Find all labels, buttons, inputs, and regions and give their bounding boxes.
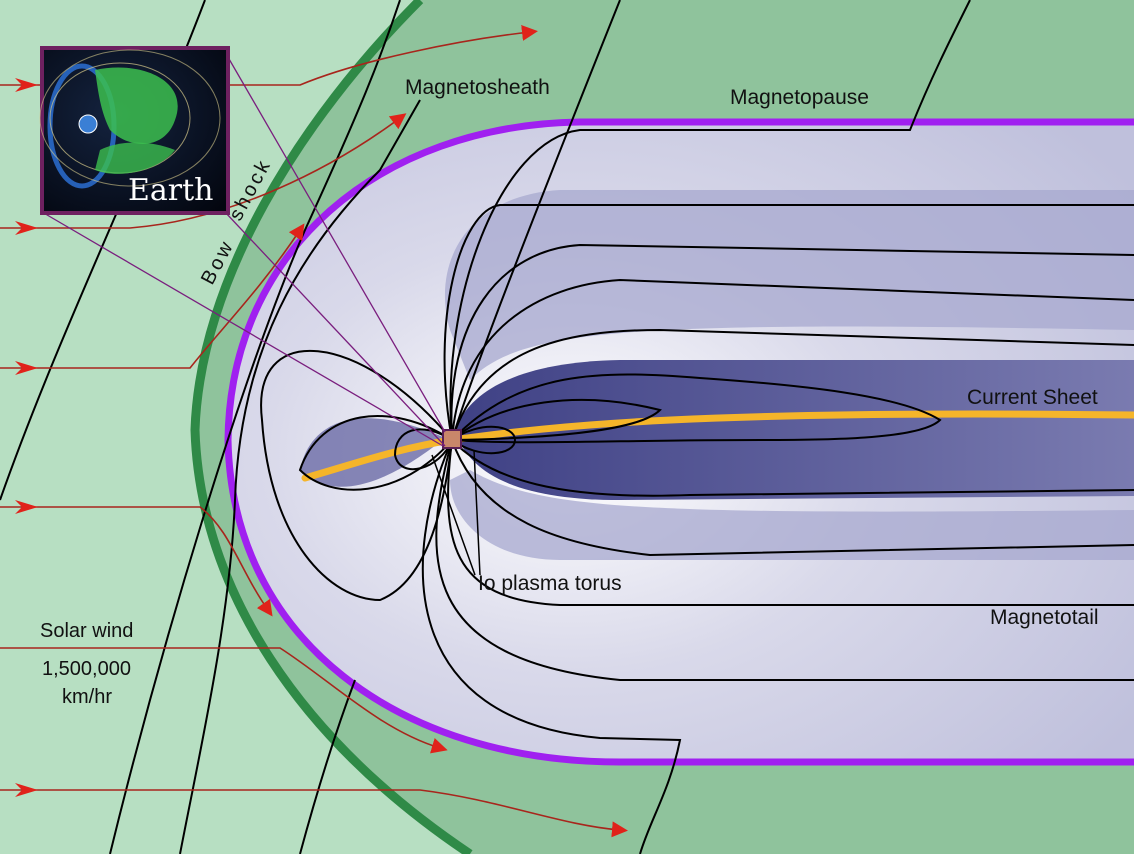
io-plasma-torus-marker (442, 429, 462, 449)
earth-inset-caption: Earth (128, 173, 214, 208)
magnetopause-label: Magnetopause (730, 86, 869, 109)
magnetosheath-label: Magnetosheath (405, 76, 550, 99)
bow-shock-line (190, 0, 473, 854)
wind-entry-arrows (15, 78, 38, 797)
current-sheet-band (301, 410, 1134, 482)
io-pointer-lines (431, 449, 481, 576)
magnetotail-label: Magnetotail (990, 606, 1099, 629)
magnetotail-dark-region (455, 360, 1134, 500)
field-band-lower (450, 470, 1134, 560)
solar-wind-speed-label: 1,500,000 (42, 658, 131, 680)
field-lines (260, 0, 1134, 854)
earth-inset: Earth (39, 46, 230, 215)
solar-wind-label: Solar wind (40, 620, 133, 642)
earth-globe-icon (78, 114, 98, 134)
io-plasma-torus-label: Io plasma torus (478, 572, 622, 595)
inset-connector-lines (41, 51, 446, 447)
solar-wind-streamlines (0, 24, 628, 838)
solar-wind-unit-label: km/hr (62, 686, 112, 708)
current-sheet-label: Current Sheet (967, 386, 1098, 409)
